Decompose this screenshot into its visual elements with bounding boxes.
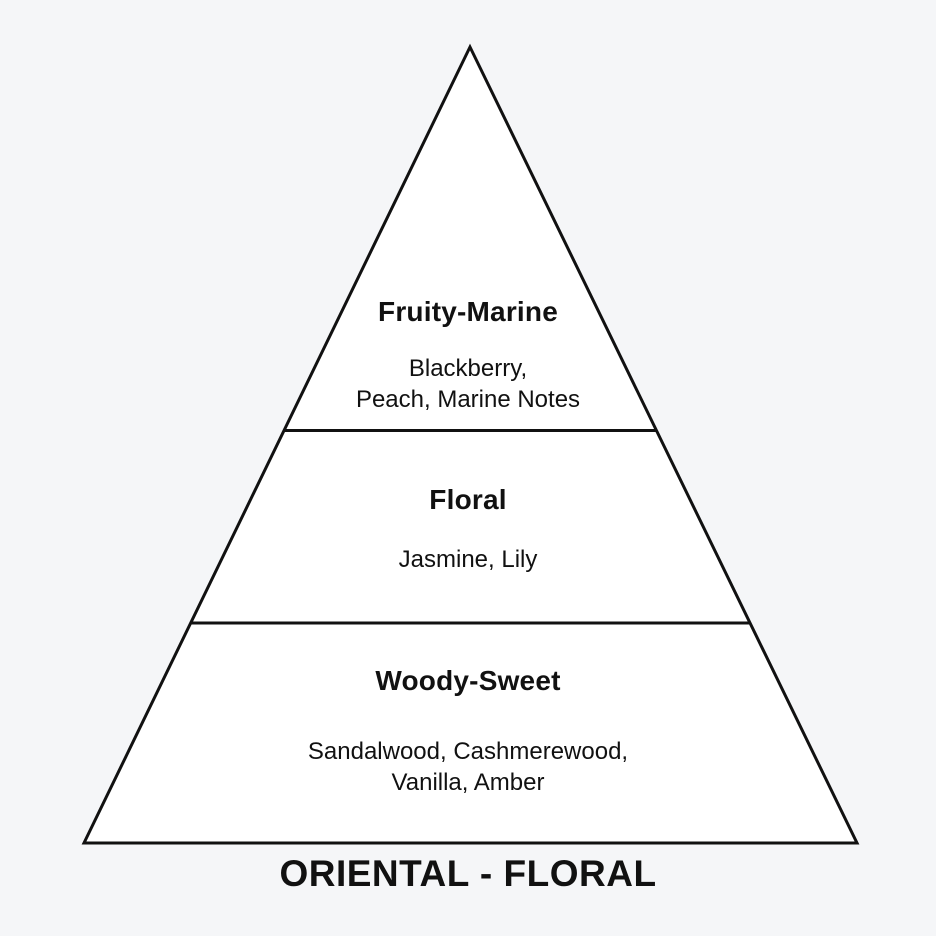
tier-top-title: Fruity-Marine [378,296,558,327]
fragrance-family-title: ORIENTAL - FLORAL [279,853,657,894]
tier-middle-title: Floral [429,484,507,515]
tier-bottom-title: Woody-Sweet [375,665,561,696]
tier-bottom-notes: Sandalwood, Cashmerewood, Vanilla, Amber [307,738,629,796]
tier-top-notes: Blackberry, Peach, Marine Notes [355,355,581,413]
tier-middle-notes: Jasmine, Lily [398,546,538,573]
pyramid-outline [81,43,860,845]
